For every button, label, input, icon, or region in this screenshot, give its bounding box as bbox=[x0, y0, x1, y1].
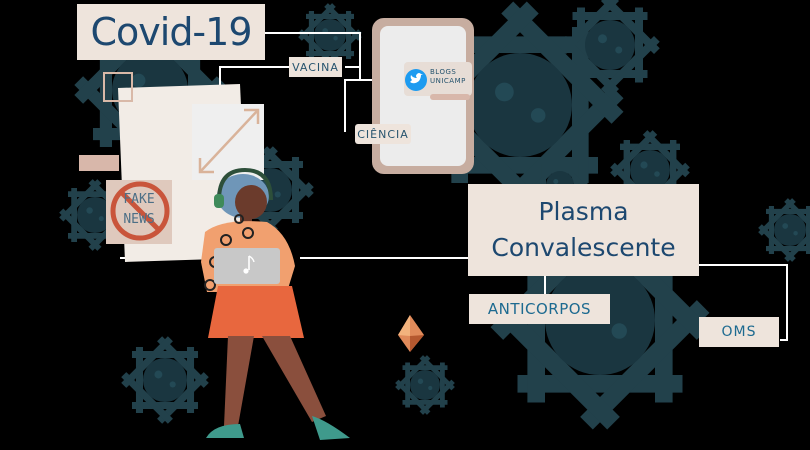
blogs-unicamp-badge: BLOGS UNICAMP bbox=[430, 68, 474, 86]
diamond-icon bbox=[398, 315, 424, 352]
phone-illustration bbox=[372, 18, 474, 174]
virus-icon bbox=[769, 209, 810, 251]
vacina-label: VACINA bbox=[289, 57, 342, 77]
virus-icon bbox=[309, 14, 351, 56]
fake-news-stamp: FAKE NEWS bbox=[106, 190, 172, 230]
plasma-convalescente-card: Plasma Convalescente bbox=[468, 184, 699, 276]
ciencia-label: CIÊNCIA bbox=[355, 124, 411, 144]
plasma-line1: Plasma bbox=[538, 197, 629, 226]
stamp-line1: FAKE bbox=[123, 192, 155, 207]
person-illustration bbox=[201, 167, 350, 440]
plasma-line2: Convalescente bbox=[491, 233, 676, 262]
oms-label: OMS bbox=[699, 317, 779, 347]
virus-icon bbox=[577, 12, 643, 78]
page-title: Covid-19 bbox=[77, 4, 265, 60]
music-note-icon bbox=[243, 255, 255, 274]
virus-icon bbox=[405, 365, 445, 405]
anticorpos-label: ANTICORPOS bbox=[469, 294, 610, 324]
small-tag bbox=[79, 155, 119, 171]
virus-icon bbox=[136, 351, 194, 409]
expand-arrow-icon bbox=[198, 108, 260, 174]
frame-square bbox=[103, 72, 133, 102]
badge-line2: UNICAMP bbox=[430, 77, 466, 85]
stamp-line2: NEWS bbox=[123, 212, 155, 227]
no-sign-icon bbox=[110, 181, 170, 241]
badge-line1: BLOGS bbox=[430, 68, 457, 76]
